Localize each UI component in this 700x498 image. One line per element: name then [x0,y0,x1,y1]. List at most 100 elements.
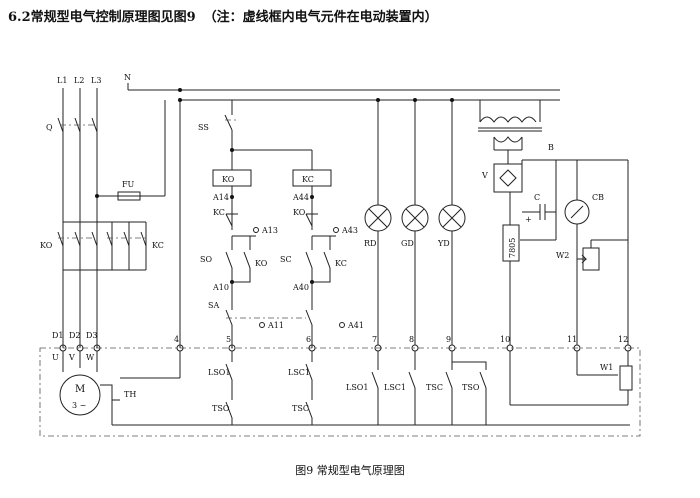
label-w: W [86,353,95,362]
label-sa: SA [208,301,219,310]
fuse-fu [117,191,141,201]
label-ko-nc: KO [293,208,306,217]
label-a41: A41 [347,321,364,330]
interlock-ko [305,213,318,227]
limit-switches [225,351,487,425]
junction [178,88,182,92]
label-n: N [124,73,131,82]
label-t9: 9 [446,335,451,344]
junction [230,195,234,199]
label-m: M [75,384,85,395]
label-a40: A40 [292,283,309,292]
label-7805: 7805 [508,238,517,258]
label-kc-nc: KC [213,208,225,217]
label-u: U [52,353,59,362]
junction [178,98,182,102]
label-a13: A13 [261,226,278,235]
indicator-lamps [364,98,466,345]
terminal-a41 [339,322,345,328]
label-a11: A11 [267,321,284,330]
label-t6: 6 [306,335,311,344]
label-tso: TSO [212,404,230,413]
transformer [478,100,542,150]
label-a44: A44 [292,193,309,202]
terminal-a11 [259,322,265,328]
contactor-ko-main [57,231,98,247]
label-tsc: TSC [292,404,309,413]
label-motor-phase: 3 ~ [72,401,86,410]
hold-contact-ko [232,235,251,283]
label-sc: SC [280,255,292,264]
label-ko-coil: KO [222,175,235,184]
heading-note: （注：虚线框内电气元件在电动装置内） [203,10,438,25]
label-ko-main: KO [40,241,53,250]
figure-caption: 图9 常规型电气原理图 [295,464,405,477]
label-q: Q [46,123,53,132]
label-kc-hold: KC [335,259,347,268]
label-l3: L3 [91,76,101,85]
label-c: C [534,193,540,202]
label-d1: D1 [52,331,64,340]
hold-contact-kc [312,235,331,283]
label-fu: FU [122,180,135,189]
label-t8: 8 [409,335,414,344]
contactor-kc-main [63,221,147,271]
rectifier-diamond [499,169,517,187]
label-t12: 12 [618,335,628,344]
label-lsc1-b: LSC1 [384,383,406,392]
meter-needle [570,205,584,219]
label-lso1: LSO1 [208,368,230,377]
label-ss: SS [198,123,209,132]
start-button-sc [305,236,313,282]
label-b: B [548,143,554,152]
rectifier-v [493,163,523,193]
label-w1: W1 [600,363,613,372]
junction [310,195,314,199]
label-d2: D2 [69,331,81,340]
label-rd: RD [364,239,376,248]
label-a14: A14 [212,193,229,202]
label-t11: 11 [567,335,577,344]
junction [95,194,99,198]
motor-m [59,374,101,416]
label-plus: + [525,215,532,224]
label-kc-main: KC [152,241,164,250]
label-t4: 4 [174,335,179,344]
label-w2: W2 [556,251,569,260]
start-button-so [225,236,233,282]
label-l2: L2 [74,76,84,85]
label-a43: A43 [341,226,358,235]
label-lso1-b: LSO1 [346,383,368,392]
label-d3: D3 [86,331,98,340]
label-so: SO [200,255,212,264]
stop-button-ss [224,114,233,150]
label-t10: 10 [500,335,510,344]
label-ko-hold: KO [255,259,268,268]
label-gd: GD [401,239,414,248]
selector-sa-open [225,309,233,348]
label-v: V [68,353,75,362]
label-cb: CB [592,193,604,202]
terminal-a13 [253,227,259,233]
label-lsc1: LSC1 [288,368,310,377]
label-tsc-b: TSC [426,383,443,392]
page-heading: 6.2常规型电气控制原理图见图9 （注：虚线框内电气元件在电动装置内） [8,6,438,25]
label-t7: 7 [372,335,377,344]
regulator-7805 [502,224,520,262]
pot-w2-wiper [577,254,588,264]
label-th: TH [124,390,136,399]
heading-title: 6.2常规型电气控制原理图见图9 [8,10,196,25]
breaker-q-contact [91,117,98,133]
label-tso-b: TSO [462,383,480,392]
label-l1: L1 [57,76,67,85]
junction [230,148,234,152]
label-t5: 5 [226,335,231,344]
selector-sa-close [305,309,313,348]
label-v-rect: V [481,171,488,180]
label-kc-coil: KC [302,175,314,184]
thermal-th [100,384,120,401]
label-a10: A10 [212,283,229,292]
interlock-kc [225,213,238,227]
